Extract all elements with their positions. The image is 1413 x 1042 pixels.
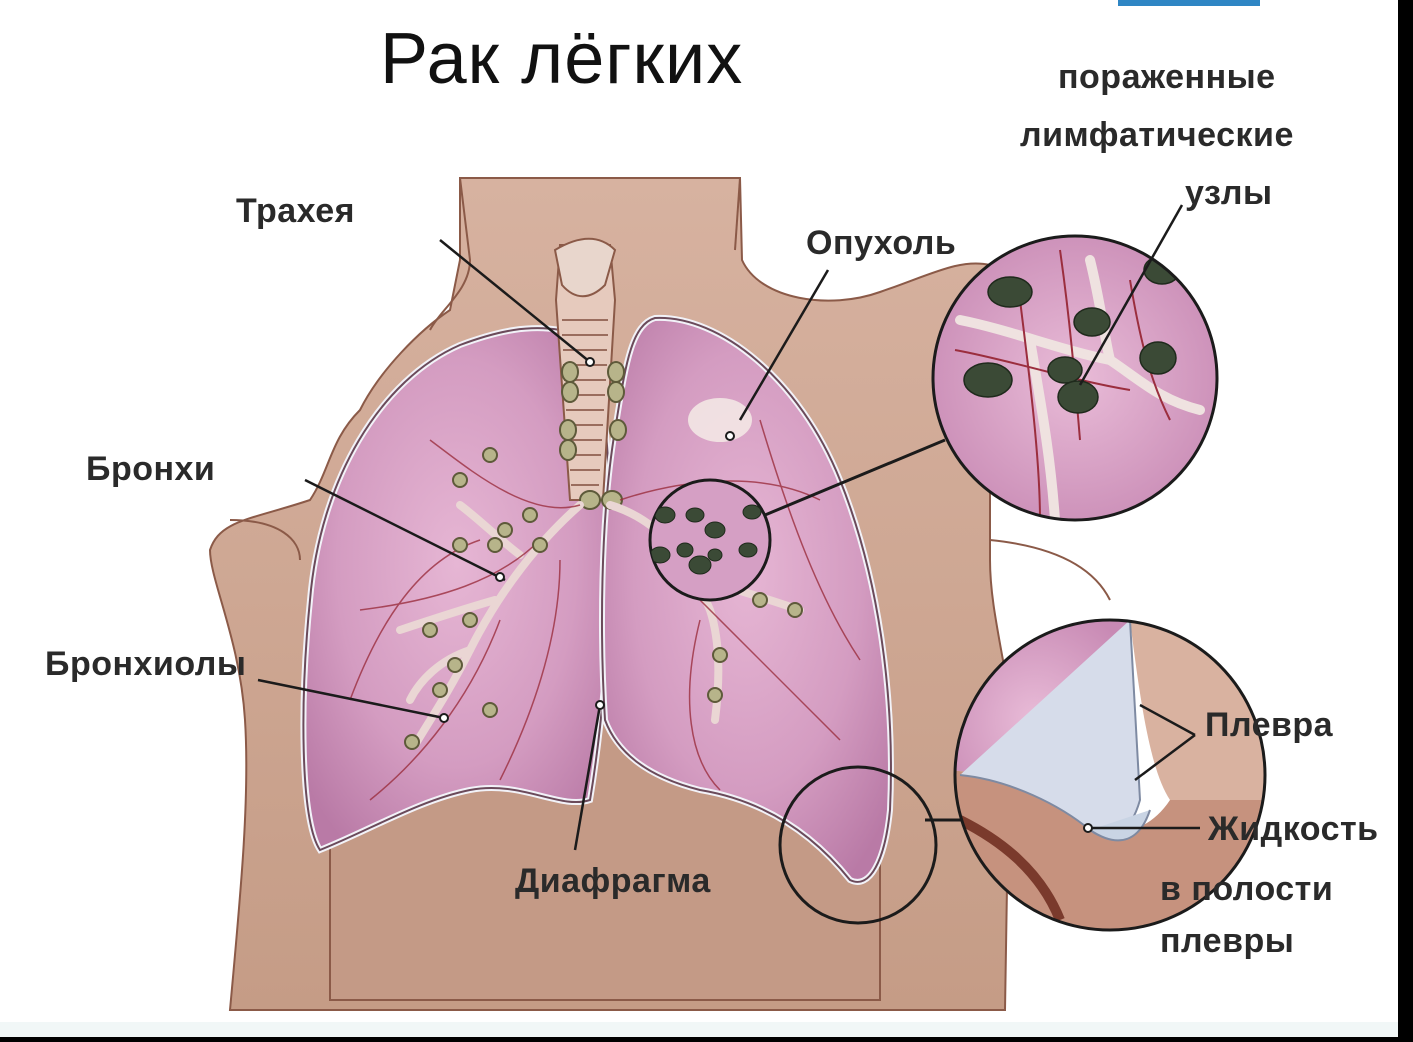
diagram-title: Рак лёгких bbox=[380, 18, 743, 100]
label-lymph-line3: узлы bbox=[1185, 174, 1273, 213]
label-lymph-line2: лимфатические bbox=[1020, 116, 1294, 155]
label-fluid-line3: плевры bbox=[1160, 922, 1294, 961]
label-fluid-line1: Жидкость bbox=[1208, 810, 1379, 849]
label-fluid-line2: в полости bbox=[1160, 870, 1333, 909]
label-diaphragm: Диафрагма bbox=[515, 862, 711, 901]
label-pleura: Плевра bbox=[1205, 706, 1333, 745]
bottom-strip bbox=[0, 1022, 1398, 1037]
label-trachea: Трахея bbox=[236, 192, 355, 231]
small-magnifier-circle bbox=[650, 480, 770, 600]
tumor-spot bbox=[688, 398, 752, 442]
accent-bar bbox=[1118, 0, 1260, 6]
label-lymph-line1: пораженные bbox=[1058, 58, 1276, 97]
lymph-node-inset bbox=[933, 236, 1217, 520]
label-tumor: Опухоль bbox=[806, 224, 956, 263]
label-bronchioles: Бронхиолы bbox=[45, 645, 246, 684]
label-bronchi: Бронхи bbox=[86, 450, 215, 489]
